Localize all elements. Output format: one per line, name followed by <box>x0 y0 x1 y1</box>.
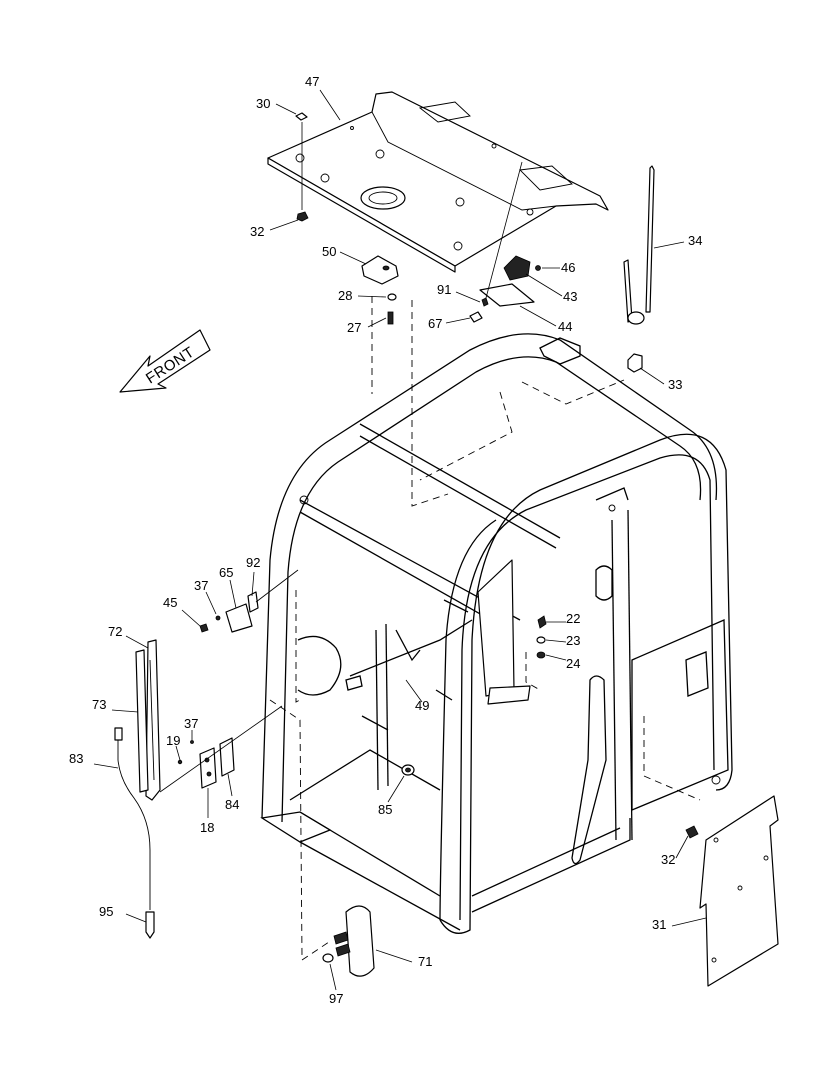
callout-83: 83 <box>69 751 83 766</box>
callout-24: 24 <box>566 656 580 671</box>
callout-19: 19 <box>166 733 180 748</box>
callout-85: 85 <box>378 802 392 817</box>
wiper-parts <box>114 569 299 939</box>
callout-22: 22 <box>566 611 580 626</box>
callout-49: 49 <box>415 698 429 713</box>
callout-92: 92 <box>246 555 260 570</box>
callout-28: 28 <box>338 288 352 303</box>
callout-31: 31 <box>652 917 666 932</box>
hidden-lines <box>269 296 701 961</box>
callout-65: 65 <box>219 565 233 580</box>
callout-33: 33 <box>668 377 682 392</box>
callout-labels: 47 30 32 50 28 27 91 67 46 43 44 34 33 6… <box>69 74 702 1006</box>
front-direction-arrow: FRONT <box>119 329 211 393</box>
callout-46: 46 <box>561 260 575 275</box>
callout-50: 50 <box>322 244 336 259</box>
callout-45: 45 <box>163 595 177 610</box>
callout-47: 47 <box>305 74 319 89</box>
callout-27: 27 <box>347 320 361 335</box>
callout-34: 34 <box>688 233 702 248</box>
callout-71: 71 <box>418 954 432 969</box>
callout-84: 84 <box>225 797 239 812</box>
roof-panel <box>267 91 609 273</box>
callout-37-lower: 37 <box>184 716 198 731</box>
callout-43: 43 <box>563 289 577 304</box>
callout-73: 73 <box>92 697 106 712</box>
callout-32-bottom: 32 <box>661 852 675 867</box>
callout-97: 97 <box>329 991 343 1006</box>
callout-30: 30 <box>256 96 270 111</box>
callout-44: 44 <box>558 319 572 334</box>
interior-hardware <box>322 615 779 987</box>
callout-18: 18 <box>200 820 214 835</box>
cab-frame <box>260 333 733 934</box>
roof-hardware <box>295 112 655 373</box>
callout-23: 23 <box>566 633 580 648</box>
callout-67: 67 <box>428 316 442 331</box>
callout-72: 72 <box>108 624 122 639</box>
leader-lines <box>93 89 707 991</box>
callout-37-upper: 37 <box>194 578 208 593</box>
callout-91: 91 <box>437 282 451 297</box>
callout-95: 95 <box>99 904 113 919</box>
callout-32-top: 32 <box>250 224 264 239</box>
